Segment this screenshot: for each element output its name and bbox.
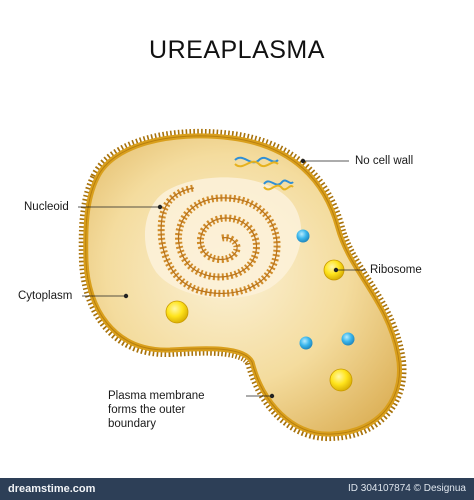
label-nucleoid: Nucleoid	[24, 201, 69, 213]
plasmid-fragments	[234, 156, 294, 191]
label-plasma-membrane-line-3: boundary	[108, 418, 156, 430]
leader-dot	[300, 158, 306, 164]
ureaplasma-cell-illustration	[78, 128, 407, 442]
footer-bar: dreamstime.com ID 304107874 © Designua	[0, 478, 474, 500]
leader-dot	[269, 393, 275, 399]
leader-dot	[333, 267, 339, 273]
footer-brand[interactable]: dreamstime.com	[8, 483, 96, 495]
label-no-cell-wall: No cell wall	[355, 155, 414, 167]
label-plasma-membrane-line-1: Plasma membrane	[108, 390, 205, 402]
ribosome-yellow	[329, 368, 353, 392]
ribosome-blue	[299, 336, 313, 350]
dna-backbone	[160, 187, 278, 294]
label-ribosome: Ribosome	[370, 264, 422, 276]
label-plasma-membrane: Plasma membrane forms the outer boundary	[108, 389, 205, 431]
ribosome-blue	[341, 332, 355, 346]
footer-id: ID 304107874 © Designua	[347, 483, 466, 494]
label-cytoplasm: Cytoplasm	[18, 290, 73, 302]
membrane-inner-line	[85, 135, 400, 435]
leader-dot	[157, 204, 163, 210]
leader-dot	[123, 293, 129, 299]
ribosome-yellow	[165, 300, 189, 324]
label-plasma-membrane-line-2: forms the outer	[108, 404, 186, 416]
ribosome-blue	[296, 229, 310, 243]
diagram-title: UREAPLASMA	[149, 36, 325, 64]
